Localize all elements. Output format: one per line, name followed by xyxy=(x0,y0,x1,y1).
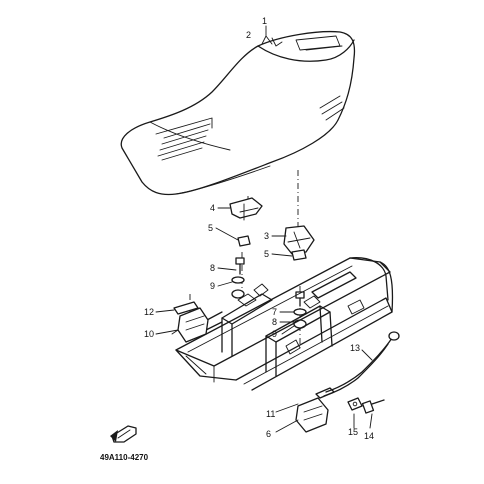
washer-front-2 xyxy=(231,289,245,299)
damper-front xyxy=(237,235,251,247)
seat-lock-bracket xyxy=(171,307,209,343)
bolt-front xyxy=(235,257,245,275)
rear-seat-bracket xyxy=(283,225,315,255)
rear-frame xyxy=(175,257,394,391)
seat-lock-lower xyxy=(295,387,335,433)
callout-5-front: 5 xyxy=(208,223,213,233)
part-code: 49A110-4270 xyxy=(100,453,149,462)
callout-14: 14 xyxy=(364,431,374,441)
damper-rear xyxy=(291,249,307,261)
seat xyxy=(120,30,356,196)
seat-lock-plate xyxy=(173,301,199,315)
callout-5-rear: 5 xyxy=(264,249,269,259)
callout-9-center: 9 xyxy=(272,329,277,339)
callout-12: 12 xyxy=(144,307,154,317)
washer-front-1 xyxy=(231,276,245,284)
front-seat-bracket xyxy=(229,197,263,221)
callout-leaders xyxy=(155,207,373,433)
bolt-center xyxy=(295,291,305,307)
callout-leader-1 xyxy=(261,25,273,45)
nut xyxy=(347,397,363,411)
front-direction-arrow-icon xyxy=(110,425,137,443)
bolt xyxy=(361,399,385,414)
callout-9-front: 9 xyxy=(210,281,215,291)
seat-lock-cable xyxy=(323,331,400,397)
callout-13: 13 xyxy=(350,343,360,353)
callout-6: 6 xyxy=(266,429,271,439)
callout-3: 3 xyxy=(264,231,269,241)
callout-8-front: 8 xyxy=(210,263,215,273)
callout-11: 11 xyxy=(266,409,275,419)
callout-2: 2 xyxy=(246,30,251,40)
callout-8-center: 8 xyxy=(272,317,277,327)
callout-15: 15 xyxy=(348,427,358,437)
callout-7: 7 xyxy=(272,307,277,317)
callout-4: 4 xyxy=(210,203,215,213)
callout-10: 10 xyxy=(144,329,154,339)
callout-1: 1 xyxy=(262,16,267,26)
